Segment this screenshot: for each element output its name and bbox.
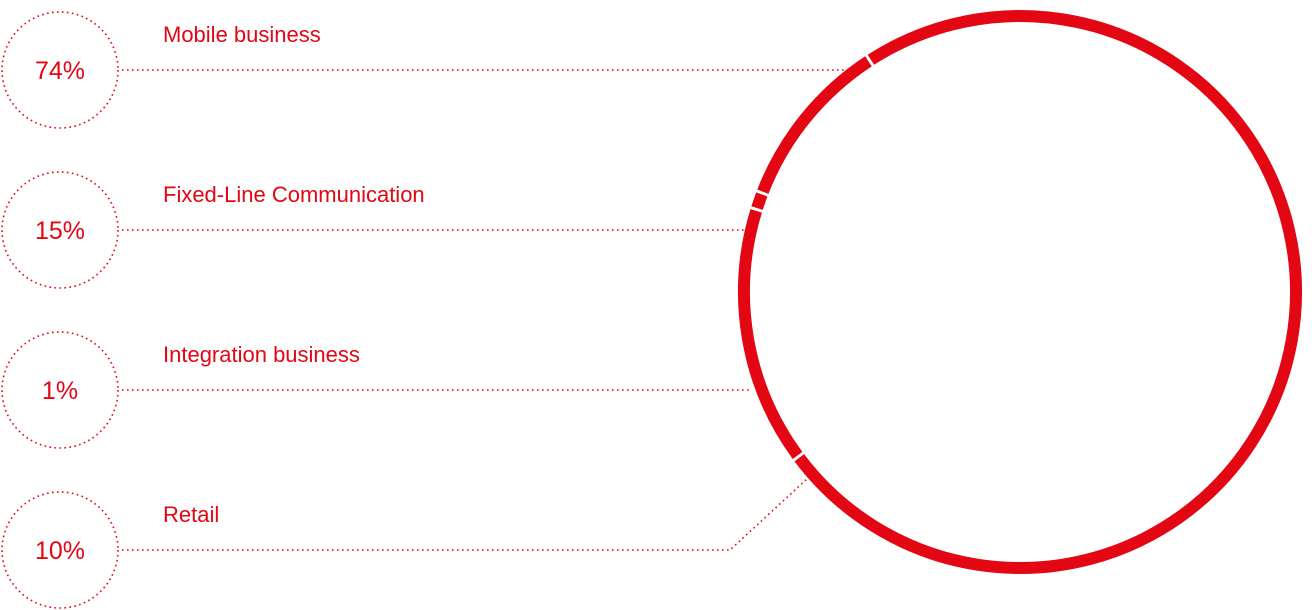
legend-item-fixed-line-communication: 15% Fixed-Line Communication <box>1 171 745 289</box>
percent-label: 10% <box>35 537 85 565</box>
legend-item-integration-business: 1% Integration business <box>1 331 752 449</box>
category-label: Fixed-Line Communication <box>163 182 425 207</box>
legend-item-retail: 10% Retail <box>1 477 809 609</box>
percent-bubble <box>1 171 119 289</box>
percent-label: 1% <box>42 377 78 405</box>
percent-label: 74% <box>35 57 85 85</box>
percent-label: 15% <box>35 217 85 245</box>
category-label: Integration business <box>163 342 360 367</box>
percent-bubble <box>1 491 119 609</box>
ring-segment-fixed-line-communication <box>737 209 803 459</box>
legend: 74% Mobile business 15% Fixed-Line Communic… <box>1 11 848 609</box>
percent-bubble <box>1 11 119 129</box>
category-label: Mobile business <box>163 22 321 47</box>
ring-segment-retail <box>757 56 872 194</box>
ring-segment-mobile-business <box>794 10 1302 574</box>
leader-line <box>122 477 809 551</box>
percent-bubble <box>1 331 119 449</box>
ring-segment-integration-business <box>751 192 768 210</box>
category-label: Retail <box>163 502 219 527</box>
legend-item-mobile-business: 74% Mobile business <box>1 11 848 129</box>
ring <box>737 10 1302 574</box>
